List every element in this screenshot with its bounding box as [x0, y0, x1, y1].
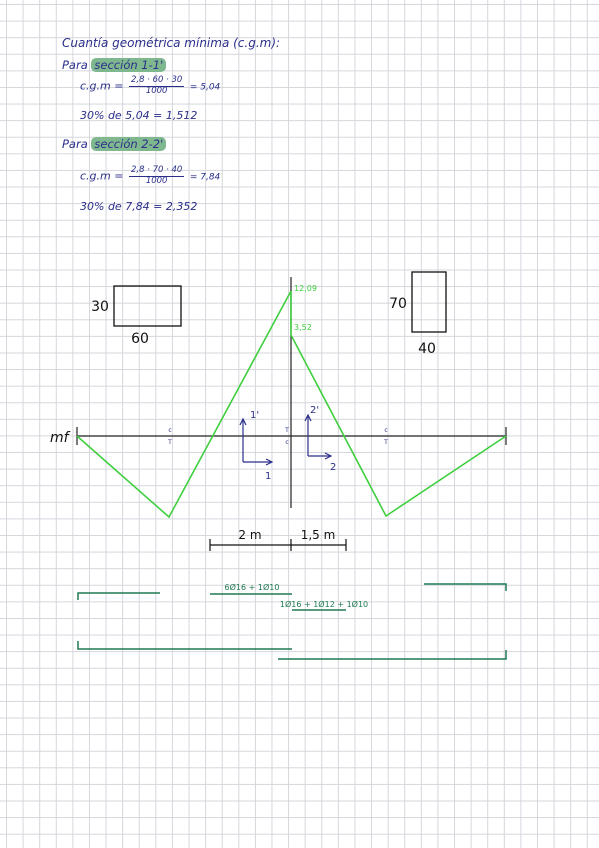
section-rectangle-1 — [113, 285, 182, 327]
section-2-formula: c.g.m = 2,8 · 70 · 40 1000 = 7,84 — [80, 165, 221, 187]
section-2-top-label: 2' — [310, 405, 319, 416]
section-1-bottom-label: 1 — [265, 471, 271, 482]
section-2-arrowhead-right — [324, 452, 333, 460]
moment-curve-left — [76, 290, 292, 519]
section-1-arrowhead-up — [239, 417, 247, 426]
section-2-heading: Para sección 2-2' — [62, 137, 167, 151]
notes-title: Cuantía geométrica mínima (c.g.m): — [62, 36, 281, 50]
section-1-fraction: 2,8 · 60 · 30 1000 — [128, 75, 185, 97]
section-1-formula: c.g.m = 2,8 · 60 · 30 1000 = 5,04 — [80, 75, 221, 97]
dimension-left-label: 2 m — [238, 528, 261, 542]
section-2-arrowhead-up — [304, 413, 312, 422]
section-1-numerator: 2,8 · 60 · 30 — [128, 75, 185, 87]
section-2-intro: Para — [62, 137, 88, 151]
section-1-arrowhead-right — [265, 458, 274, 466]
rect1-height-label: 30 — [91, 299, 109, 315]
tension-label-right: T — [383, 439, 388, 446]
rebar-middle-label: 1Ø16 + 1Ø12 + 1Ø10 — [280, 599, 368, 609]
section-2-percentage: 30% de 7,84 = 2,352 — [80, 200, 198, 213]
compression-label-right: c — [384, 427, 387, 434]
peak-right-value: 3,52 — [294, 323, 312, 332]
rebar-top-label: 6Ø16 + 1Ø10 — [225, 582, 280, 592]
rect2-height-label: 70 — [389, 296, 407, 312]
section-1-formula-lhs: c.g.m = — [80, 79, 124, 93]
section-2-label: sección 2-2' — [91, 137, 167, 151]
section-1-top-label: 1' — [250, 410, 259, 421]
section-1-denominator: 1000 — [145, 85, 168, 96]
section-2-formula-lhs: c.g.m = — [80, 169, 124, 183]
section-2-result: = 7,84 — [189, 172, 221, 183]
compression-label-left: c — [168, 427, 171, 434]
tension-label-left: T — [167, 439, 172, 446]
rect1-width-label: 60 — [131, 331, 149, 347]
peak-left-value: 12,09 — [294, 284, 317, 293]
section-1-heading: Para sección 1-1' — [62, 58, 167, 72]
section-1-label: sección 1-1' — [91, 58, 167, 72]
section-1-intro: Para — [62, 58, 88, 72]
section-1-percentage: 30% de 5,04 = 1,512 — [80, 109, 198, 122]
moment-curve-right — [290, 334, 507, 518]
section-2-bottom-label: 2 — [330, 462, 336, 473]
rebar-bottom-right — [278, 650, 507, 660]
section-2-fraction: 2,8 · 70 · 40 1000 — [128, 165, 185, 187]
rebar-top-left — [77, 592, 160, 600]
compression-label-support: c — [285, 439, 288, 446]
dimension-right-label: 1,5 m — [301, 528, 336, 542]
rebar-bottom-left — [77, 641, 292, 650]
section-rectangle-2 — [411, 271, 447, 333]
tension-label-support: T — [284, 427, 289, 434]
section-2-denominator: 1000 — [145, 175, 168, 186]
section-2-numerator: 2,8 · 70 · 40 — [128, 165, 185, 177]
section-1-result: = 5,04 — [189, 82, 221, 93]
moment-label: mf — [50, 430, 71, 446]
rebar-top-right — [424, 583, 507, 591]
rect2-width-label: 40 — [418, 341, 436, 357]
